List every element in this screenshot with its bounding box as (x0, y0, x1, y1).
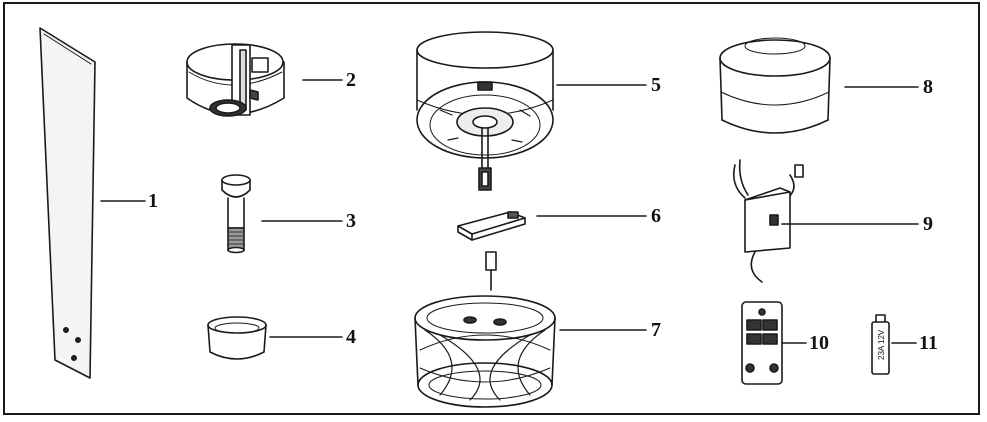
part-number-11: 11 (919, 332, 938, 354)
part-number-7: 7 (651, 319, 661, 341)
light-cover-drawing (719, 37, 831, 134)
downrod-drawing (221, 174, 251, 254)
part-number-3: 3 (346, 210, 356, 232)
canopy-cover-ring-drawing (207, 316, 267, 360)
diagram-frame (3, 2, 980, 415)
mounting-bracket-drawing (186, 43, 285, 117)
part-number-1: 1 (148, 190, 158, 212)
remote-control-drawing (741, 301, 783, 385)
part-number-2: 2 (346, 69, 356, 91)
battery-label: 23A 12V (877, 329, 886, 360)
wire-connector-plug-drawing (457, 211, 526, 241)
blade-drawing (39, 27, 96, 379)
part-number-4: 4 (346, 326, 356, 348)
motor-housing-drawing (416, 31, 554, 191)
part-number-10: 10 (809, 332, 829, 354)
receiver-drawing (732, 159, 804, 283)
part-number-9: 9 (923, 213, 933, 235)
light-cage-drawing (414, 251, 556, 408)
part-number-6: 6 (651, 205, 661, 227)
part-number-5: 5 (651, 74, 661, 96)
part-number-8: 8 (923, 76, 933, 98)
battery-drawing (871, 314, 890, 375)
